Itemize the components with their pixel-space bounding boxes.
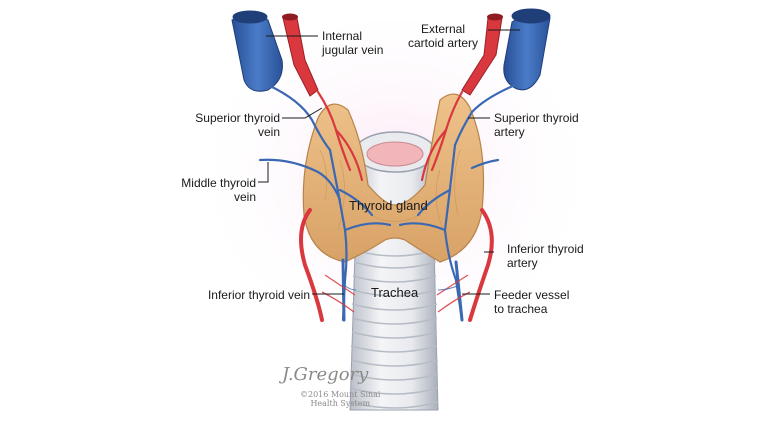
label-internal-jugular-vein: Internal jugular vein [322, 29, 383, 57]
label-line: Inferior thyroid [507, 242, 584, 256]
copyright-notice: ©2016 Mount Sinai Health System [300, 390, 381, 408]
feeder-vessels [321, 274, 471, 313]
label-line: Superior thyroid [494, 111, 579, 125]
label-line: to trachea [494, 302, 548, 316]
carotid-artery-right [461, 13, 503, 96]
label-line: vein [257, 125, 280, 139]
label-line: Thyroid gland [349, 198, 428, 213]
label-superior-thyroid-artery: Superior thyroid artery [494, 111, 579, 139]
label-superior-thyroid-vein: Superior thyroid vein [176, 111, 280, 139]
label-trachea: Trachea [371, 286, 418, 300]
label-line: vein [233, 190, 256, 204]
label-line: cartoid artery [407, 36, 479, 50]
leader-lines [258, 29, 520, 295]
label-line: Internal [322, 29, 363, 43]
label-inferior-thyroid-artery: Inferior thyroid artery [507, 242, 584, 270]
internal-jugular-vein-left [231, 10, 283, 92]
internal-jugular-vein-right [503, 8, 551, 91]
label-inferior-thyroid-vein: Inferior thyroid vein [186, 288, 310, 302]
thyroid-veins [258, 83, 517, 322]
label-line: Inferior thyroid vein [207, 288, 310, 302]
label-thyroid-gland: Thyroid gland [349, 199, 428, 213]
thyroid-arteries [316, 90, 464, 182]
label-external-carotid-artery: External cartoid artery [398, 22, 488, 50]
label-feeder-vessel: Feeder vessel to trachea [494, 288, 569, 316]
label-line: artery [507, 256, 538, 270]
label-line: External [420, 22, 466, 36]
copyright-line: Health System [310, 399, 371, 408]
label-middle-thyroid-vein: Middle thyroid vein [164, 176, 256, 204]
label-line: artery [494, 125, 525, 139]
feeder-veins [343, 284, 461, 291]
inferior-thyroid-arteries [299, 208, 494, 322]
copyright-line: ©2016 Mount Sinai [300, 390, 381, 399]
carotid-artery-left [282, 13, 319, 97]
label-line: jugular vein [322, 43, 384, 57]
artist-signature: J.Gregory [282, 364, 369, 385]
label-line: Middle thyroid [181, 176, 256, 190]
label-line: Superior thyroid [195, 111, 280, 125]
inferior-thyroid-veins [341, 258, 464, 322]
label-line: Feeder vessel [494, 288, 570, 302]
label-line: Trachea [371, 285, 419, 300]
